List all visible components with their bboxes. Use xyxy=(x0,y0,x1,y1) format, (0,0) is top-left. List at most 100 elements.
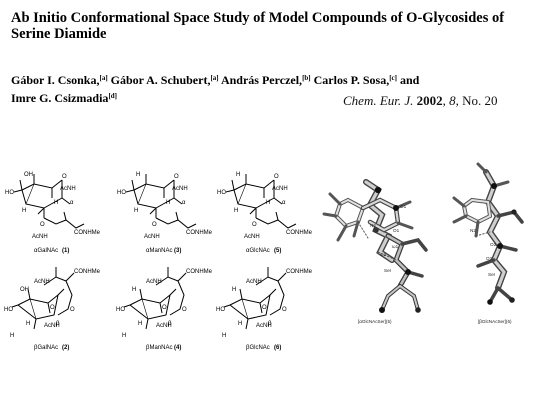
atom-label: H xyxy=(238,321,242,327)
atom-label: O xyxy=(40,222,45,228)
citation-issue: No. 20 xyxy=(462,93,498,108)
atom-label: β xyxy=(268,321,272,327)
structure-number: (6) xyxy=(274,345,281,351)
atom-label: AcNH xyxy=(156,323,172,329)
atom-label: β xyxy=(56,321,60,327)
atom-label: O xyxy=(274,174,279,180)
affiliation-mark: [a] xyxy=(210,74,219,82)
atom-label: HO xyxy=(217,190,226,196)
atom-label: OH xyxy=(20,287,29,293)
atom-label: H xyxy=(134,208,138,214)
atom-label: AcNH xyxy=(44,323,60,329)
atom-label: ω1 xyxy=(392,244,399,249)
atom-label: O xyxy=(162,305,167,311)
atom-label: H xyxy=(54,200,58,206)
structure-number: (3) xyxy=(174,248,181,254)
atom-label: H xyxy=(236,172,240,178)
atom-label: O xyxy=(62,174,67,180)
paper-title: Ab Initio Conformational Space Study of … xyxy=(11,10,505,42)
atom-label: Ser xyxy=(384,268,392,273)
atom-label: H xyxy=(10,333,14,339)
atom-label: O1 xyxy=(400,204,407,209)
atom-label: AcNH xyxy=(146,279,162,285)
atom-label: α xyxy=(70,200,74,206)
model-caption: [αGlcNAcSer](5) xyxy=(358,319,392,324)
atom-label: O2 xyxy=(490,242,497,247)
atom-label: AcNH xyxy=(244,234,260,240)
author: András Perczel, xyxy=(220,73,303,87)
atom-label: H xyxy=(122,333,126,339)
citation-year: 2002 xyxy=(416,93,443,108)
chemical-structure: AcNH CONHMe OH HO O O H AcNH β H βGalNAc… xyxy=(4,265,116,355)
atom-label: H xyxy=(22,208,26,214)
journal-citation: Chem. Eur. J. 2002, 8, No. 20 xyxy=(343,93,498,108)
model-caption: [βGlcNAcSer](6) xyxy=(478,319,512,324)
structure-number: (4) xyxy=(174,345,181,351)
affiliation-mark: [a] xyxy=(99,74,108,82)
atom-label: O xyxy=(174,174,179,180)
atom-label: CONHMe xyxy=(186,269,213,275)
affiliation-mark: [d] xyxy=(108,92,117,100)
atom-label: H xyxy=(132,287,136,293)
atom-label: Ser xyxy=(488,272,496,277)
author: Imre G. Csizmadia xyxy=(11,91,109,105)
chemical-structure: OH HO O H AcNH H O α CONHMe AcNH αGalNAc… xyxy=(4,168,116,258)
atom-label: CONHMe xyxy=(74,230,101,236)
atom-label: O xyxy=(182,307,187,313)
chemical-structure: AcNH CONHMe H HO O O H AcNH β H βManNAc … xyxy=(116,265,228,355)
atom-label: O xyxy=(252,222,257,228)
structure-name: αManNAc xyxy=(146,248,172,254)
atom-label: CONHMe xyxy=(186,230,213,236)
atom-label: ω2 xyxy=(380,252,387,257)
atom-label: AcNH xyxy=(34,279,50,285)
structure-name: αGlcNAc xyxy=(246,248,270,254)
atom-label: H xyxy=(232,287,236,293)
affiliation-mark: [b] xyxy=(302,74,311,82)
chemical-structure: H HO O H AcNH H O α CONHMe AcNH αManNAc … xyxy=(116,168,228,258)
atom-label: H xyxy=(166,200,170,206)
3d-model-alpha: O1 O1 N2 Ser ω1 ω2 [αGlcNAcSer](5) xyxy=(322,179,428,324)
atom-label: AcNH xyxy=(60,186,76,192)
atom-label: AcNH xyxy=(144,234,160,240)
structure-number: (2) xyxy=(62,345,69,351)
atom-label: HO xyxy=(117,190,126,196)
atom-label: H xyxy=(266,200,270,206)
atom-label: HO xyxy=(4,307,13,313)
structure-name: αGalNAc xyxy=(34,248,58,254)
and-word: and xyxy=(399,73,420,87)
atom-label: AcNH xyxy=(272,186,288,192)
author: Gábor A. Schubert, xyxy=(110,73,211,87)
atom-label: H xyxy=(136,172,140,178)
atom-label: N2 xyxy=(470,228,476,233)
citation-volume: 8 xyxy=(449,93,456,108)
journal-name: Chem. Eur. J. xyxy=(343,93,414,108)
atom-label: H xyxy=(234,208,238,214)
atom-label: HO xyxy=(5,190,14,196)
atom-label: O1 xyxy=(393,228,400,233)
structure-name: βGalNAc xyxy=(34,345,58,351)
atom-label: AcNH xyxy=(246,279,262,285)
atom-label: CONHMe xyxy=(286,230,313,236)
atom-label: α xyxy=(282,200,286,206)
structure-number: (5) xyxy=(274,248,281,254)
atom-label: CONHMe xyxy=(286,269,313,275)
atom-label: H xyxy=(138,321,142,327)
atom-label: AcNH xyxy=(172,186,188,192)
3d-model-beta: N2 O2 O2 Ser [βGlcNAcSer](6) xyxy=(452,162,524,324)
atom-label: AcNH xyxy=(256,323,272,329)
structure-number: (1) xyxy=(62,248,69,254)
affiliation-mark: [c] xyxy=(389,74,397,82)
atom-label: O xyxy=(262,305,267,311)
structure-name: βManNAc xyxy=(146,345,172,351)
structure-name: βGlcNAc xyxy=(246,345,270,351)
atom-label: HO xyxy=(116,307,125,313)
atom-label: O xyxy=(282,307,287,313)
atom-label: H xyxy=(26,321,30,327)
author: Gábor I. Csonka, xyxy=(11,73,100,87)
atom-label: β xyxy=(168,321,172,327)
chemical-structure: H HO O H AcNH H O α CONHMe AcNH αGlcNAc … xyxy=(216,168,328,258)
atom-label: AcNH xyxy=(32,234,48,240)
atom-label: O xyxy=(152,222,157,228)
atom-label: HO xyxy=(216,307,225,313)
atom-label: H xyxy=(222,333,226,339)
